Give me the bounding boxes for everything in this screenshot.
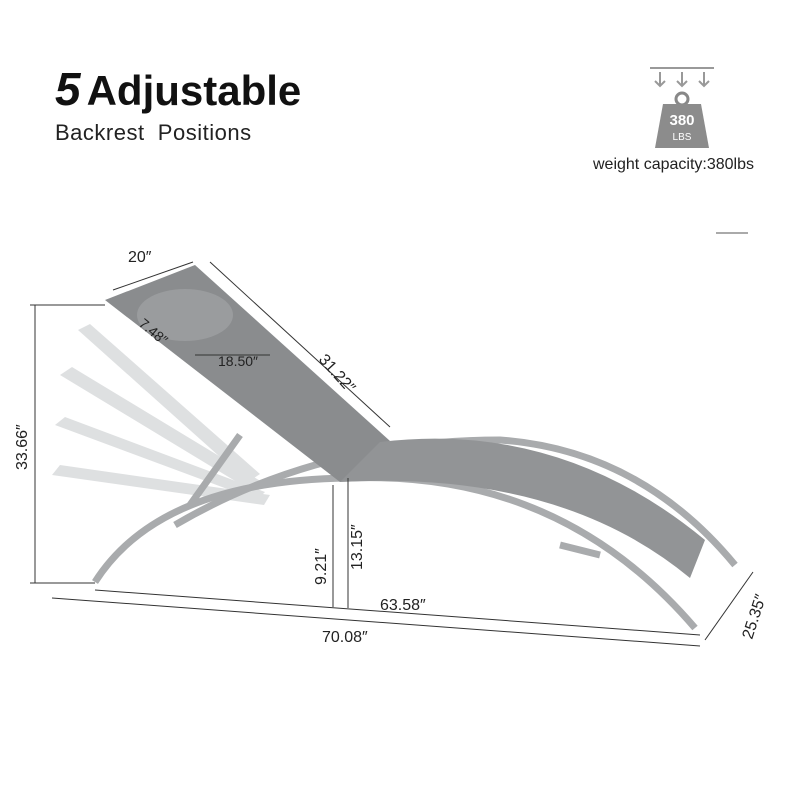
dim-total-height: 33.66″ (14, 424, 31, 470)
dimension-lines (30, 261, 754, 647)
dim-total-length: 70.08″ (322, 629, 368, 646)
seat (340, 438, 705, 578)
heading-word: Adjustable (86, 67, 302, 114)
weight-badge-unit: LBS (673, 132, 692, 143)
weight-icon: 380 LBS (650, 67, 714, 148)
pillow (137, 289, 233, 341)
dim-inner-length: 63.58″ (380, 597, 426, 614)
dim-seat-height-low: 9.21″ (313, 548, 330, 585)
dim-total-width: 25.35″ (740, 592, 770, 641)
dim-width: 20″ (128, 249, 152, 266)
dim-pillow-width: 18.50″ (218, 353, 258, 369)
subtitle: Backrest Positions (55, 120, 252, 145)
weight-badge-value: 380 (669, 112, 694, 129)
dim-seat-height-high: 13.15″ (349, 524, 366, 570)
heading-number: 5 (55, 63, 81, 115)
weight-caption: weight capacity:380lbs (593, 156, 754, 173)
